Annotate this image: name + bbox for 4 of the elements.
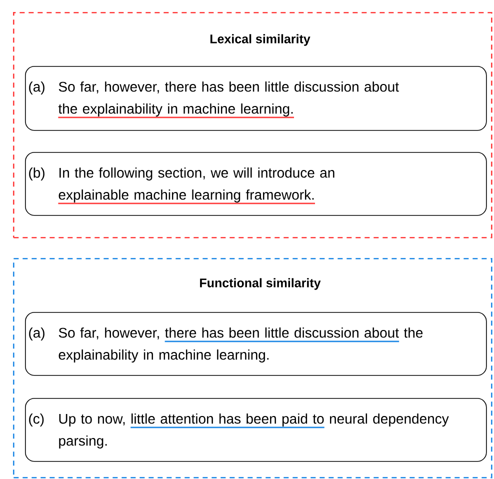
sentence-box: (a) So far, however, there has been little discussion about the explainability in machine learning. xyxy=(25,312,487,376)
sentence-box: (b) In the following section, we will introduce an explainable machine learning framework. xyxy=(25,152,487,216)
sentence-box: (a) So far, however, there has been little discussion about the explainability in machine learning. xyxy=(25,66,487,131)
sentence-box: (c) Up to now, little attention has been paid to neural dependency parsing. xyxy=(25,398,487,462)
